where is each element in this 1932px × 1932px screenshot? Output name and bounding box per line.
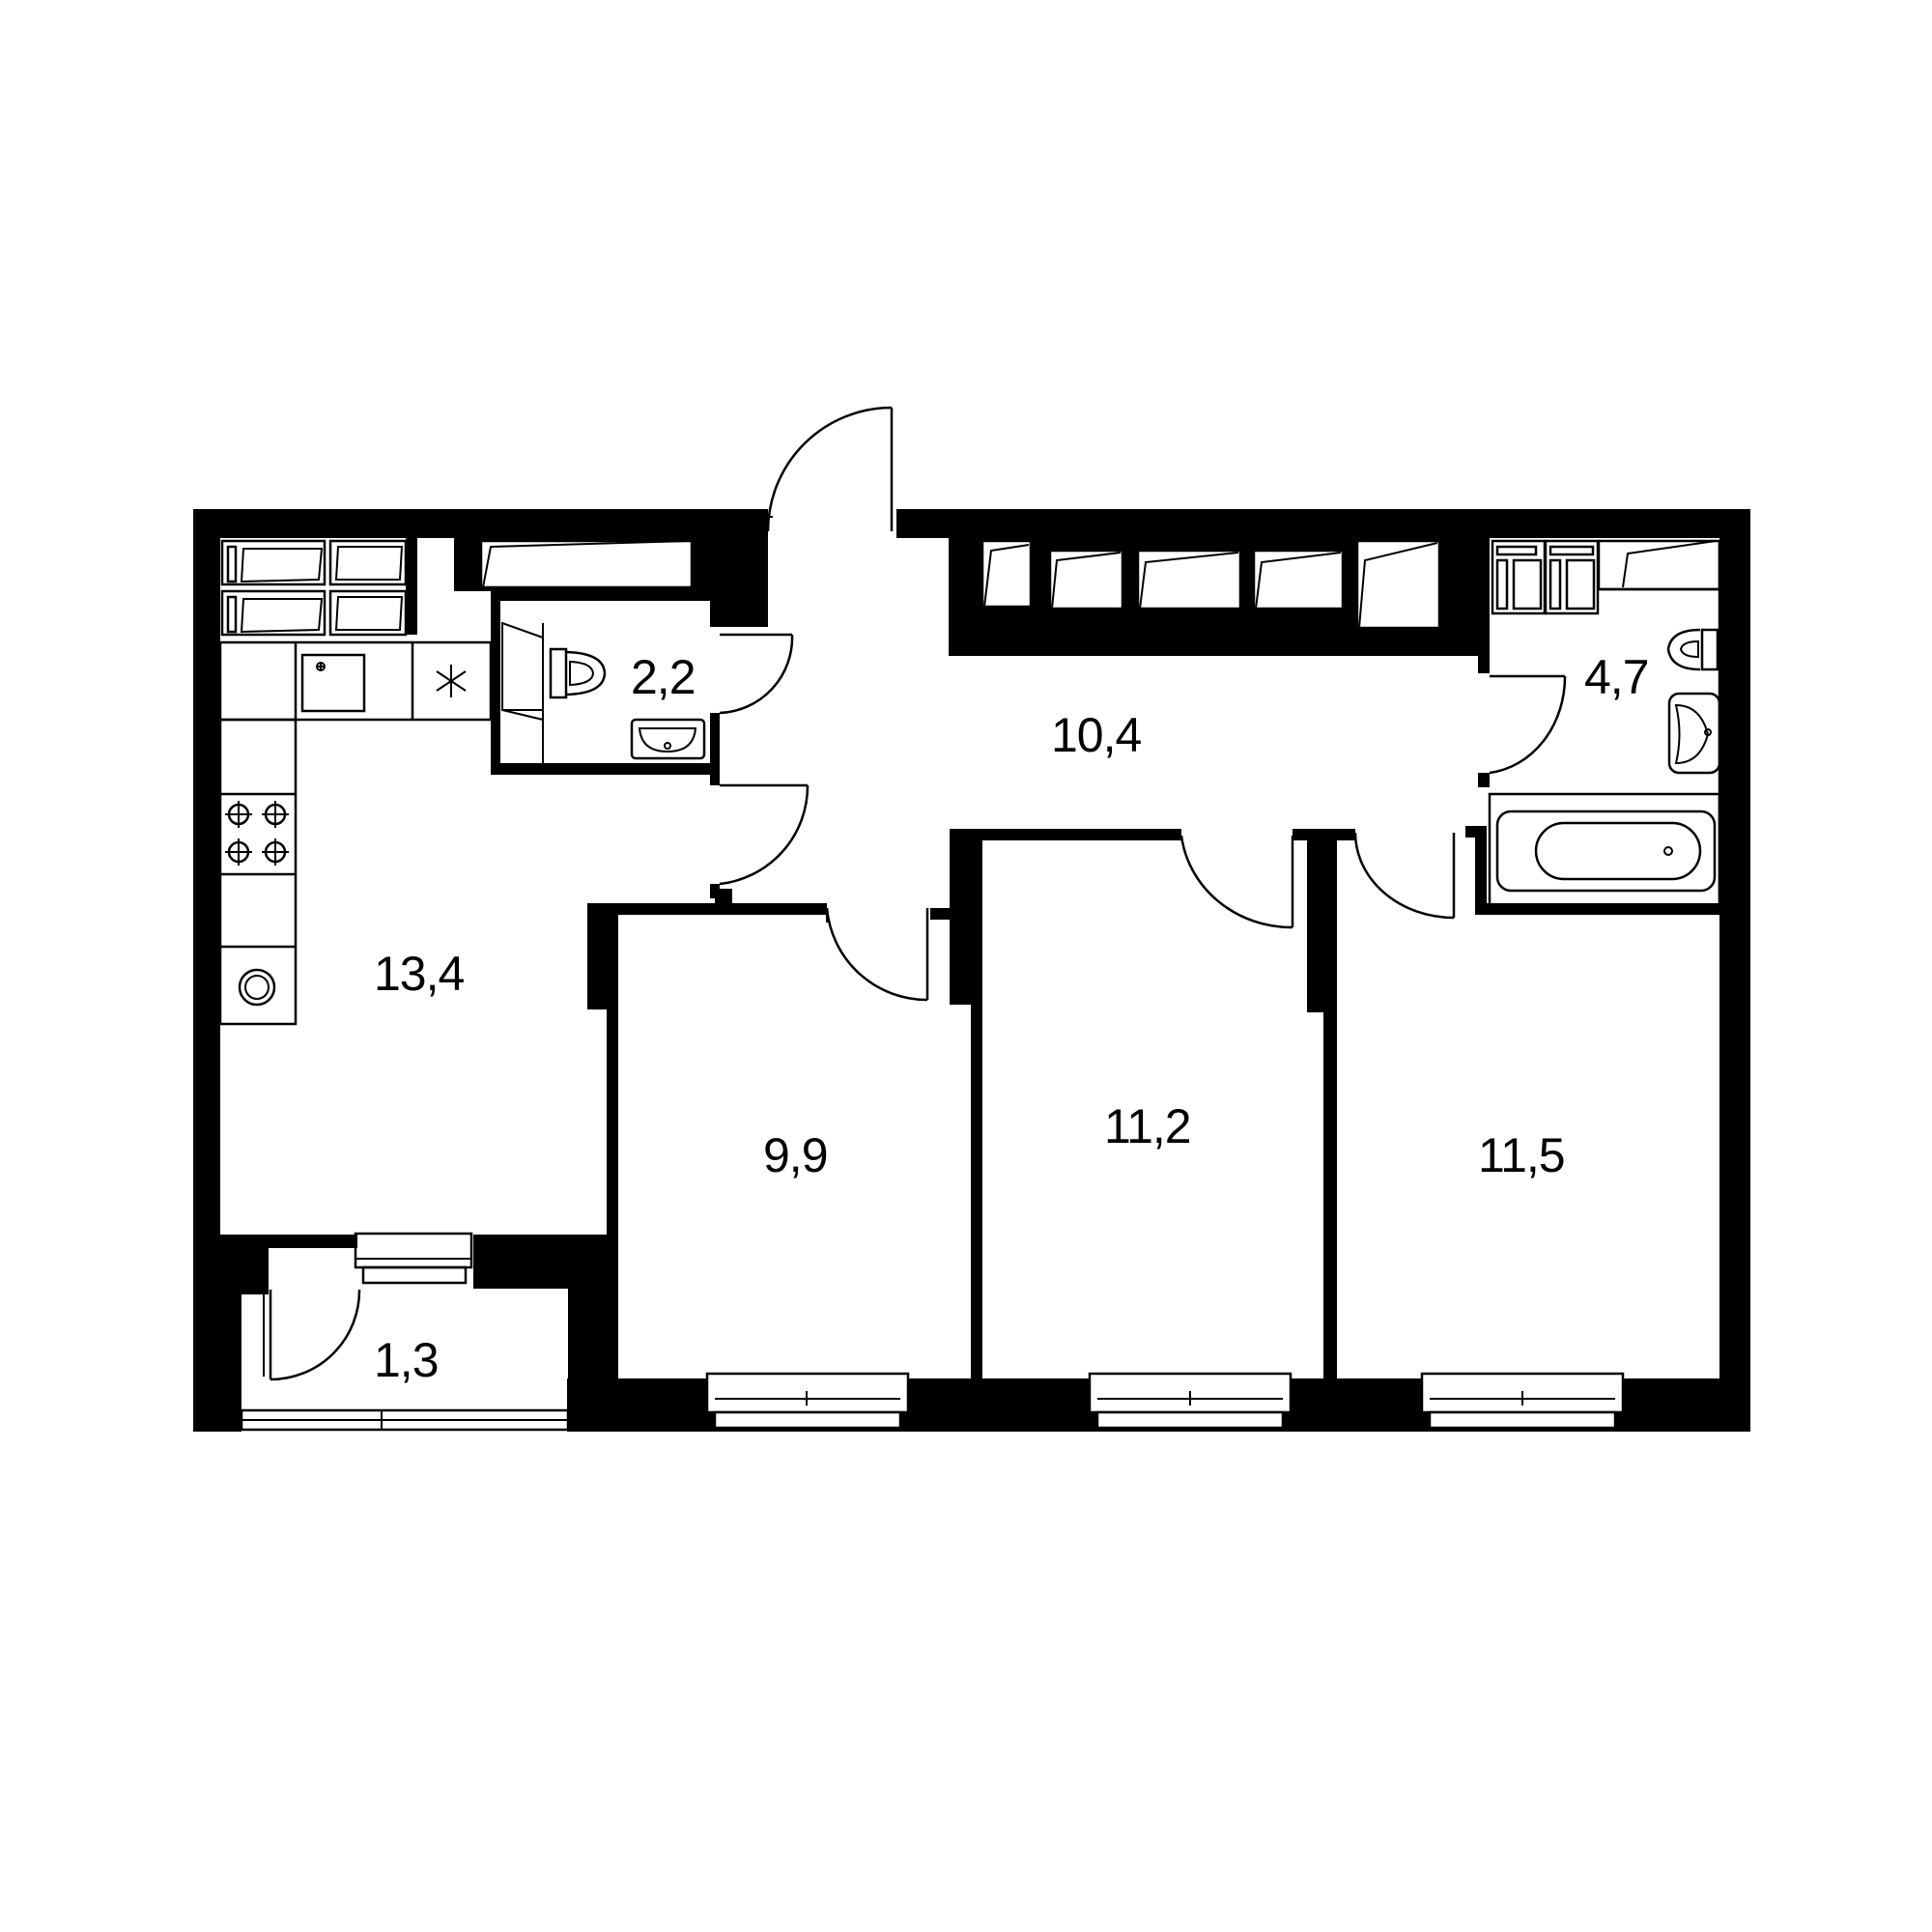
bedroom-1-area-label: 9,9: [763, 1128, 828, 1182]
kitchen-fixtures: [218, 538, 493, 1026]
doors: [263, 406, 1567, 1381]
bedroom-3-area-label: 11,5: [1478, 1128, 1565, 1182]
windows: [240, 1232, 1625, 1432]
wc-fixtures: [501, 621, 706, 763]
wc-area-label: 2,2: [631, 650, 696, 704]
hallway-area-label: 10,4: [1051, 708, 1142, 762]
bathroom-area-label: 4,7: [1584, 650, 1649, 704]
bathroom-fixtures: [1488, 539, 1721, 907]
room-labels: 13,4 2,2 10,4 4,7 9,9 11,2 11,5 1,3: [374, 650, 1650, 1387]
wardrobes: [479, 539, 1441, 630]
kitchen-living-area-label: 13,4: [374, 947, 465, 1001]
bedroom-2-area-label: 11,2: [1104, 1099, 1191, 1153]
balcony-area-label: 1,3: [374, 1333, 439, 1387]
